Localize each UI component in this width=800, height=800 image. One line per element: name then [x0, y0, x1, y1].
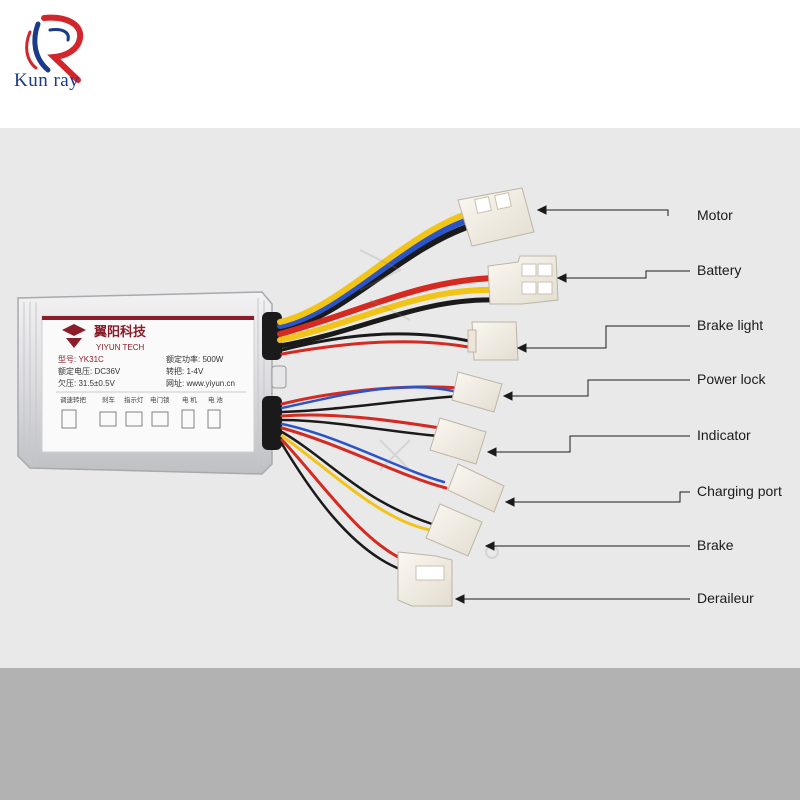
model-number: 型号: YK31C	[58, 355, 104, 364]
label-brake-light: Brake light	[697, 317, 764, 333]
top-banner	[0, 0, 800, 128]
company-name-en: YIYUN TECH	[96, 343, 145, 352]
port-label-throttle: 调速转把	[60, 395, 87, 404]
motor-connector	[457, 187, 535, 247]
controller-label-text: 翼阳科技 YIYUN TECH 型号: YK31C 额定功率: 500W 额定电…	[58, 324, 235, 388]
rated-power: 额定功率: 500W	[166, 354, 224, 364]
label-power-lock: Power lock	[697, 371, 766, 387]
undervoltage: 欠压: 31.5±0.5V	[58, 378, 116, 388]
throttle-range: 转把: 1-4V	[166, 366, 204, 376]
port-label-battery: 电 池	[208, 395, 223, 404]
label-indicator: Indicator	[697, 427, 751, 443]
brand-name: Kun ray	[14, 70, 80, 91]
indicator-connector	[429, 417, 487, 465]
bottom-band	[0, 668, 800, 800]
rated-voltage: 额定电压: DC36V	[58, 366, 121, 376]
label-derailleur: Deraileur	[697, 590, 754, 606]
port-label-motor: 电 机	[182, 395, 197, 404]
port-label-indicator: 指示灯	[124, 395, 144, 404]
label-brake: Brake	[697, 537, 734, 553]
kunray-logo-icon	[25, 14, 84, 83]
port-label-brake: 刹车	[102, 395, 116, 404]
leader-lines	[454, 205, 690, 604]
website: 网址: www.yiyun.cn	[166, 378, 235, 388]
power-lock-connector	[451, 371, 503, 413]
label-battery: Battery	[697, 262, 742, 278]
label-motor: Motor	[697, 207, 733, 223]
label-charging-port: Charging port	[697, 483, 782, 499]
battery-connector	[487, 255, 559, 305]
watermark	[359, 249, 499, 559]
brake-light-connector	[467, 321, 519, 361]
controller-box: 翼阳科技 YIYUN TECH 型号: YK31C 额定功率: 500W 额定电…	[17, 291, 287, 475]
company-name: 翼阳科技	[93, 324, 147, 339]
wire-harness	[277, 211, 499, 572]
port-label-lock: 电门锁	[150, 395, 170, 404]
derailleur-connector	[397, 551, 453, 607]
brake-connector	[425, 503, 483, 557]
charging-port-connector	[447, 463, 505, 513]
